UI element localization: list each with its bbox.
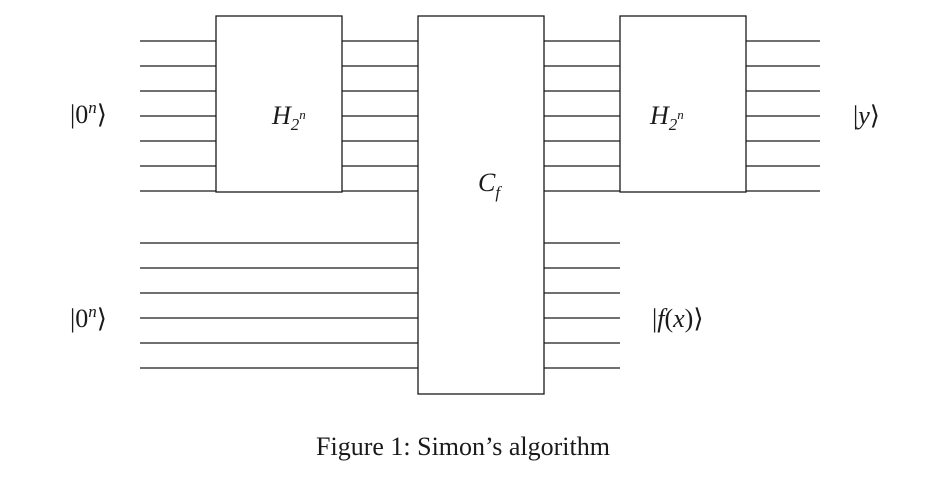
hadamard-gate-right	[619, 15, 747, 193]
input-bottom-ket: |0n⟩	[70, 302, 107, 333]
oracle-gate	[417, 15, 545, 395]
hadamard-gate-left	[215, 15, 343, 193]
hadamard-right-label: H2n	[649, 101, 684, 134]
output-bottom-ket: |f(x)⟩	[652, 304, 704, 333]
hadamard-left-label: H2n	[271, 101, 306, 134]
output-top-ket: |y⟩	[853, 101, 880, 130]
input-top-ket: |0n⟩	[70, 98, 107, 129]
simon-circuit-diagram: H2n Cf H2n |0n⟩ |0n⟩ |y⟩ |f(x)⟩	[70, 15, 880, 395]
bottom-register-wires	[140, 242, 620, 369]
oracle-label: Cf	[478, 168, 502, 202]
figure-caption: Figure 1: Simon’s algorithm	[316, 432, 610, 461]
